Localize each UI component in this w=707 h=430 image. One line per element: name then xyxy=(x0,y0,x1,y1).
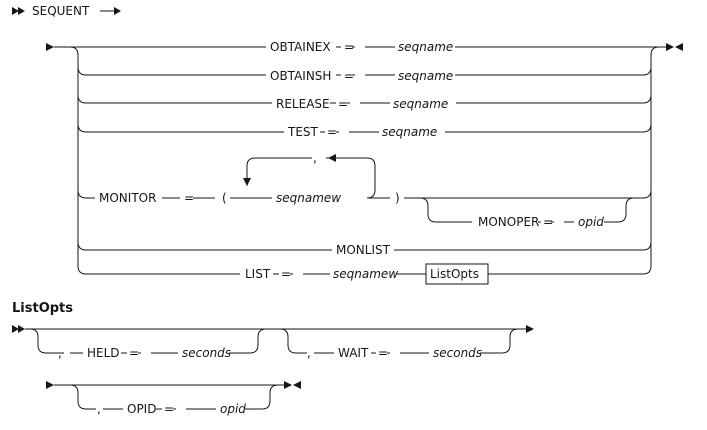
opid-branch xyxy=(69,384,279,410)
variable-seconds[interactable]: seconds xyxy=(182,346,231,360)
listopts-reference-label: ListOpts xyxy=(430,267,479,281)
fragment-start-arrow-icon xyxy=(12,325,25,333)
main-end-arrow-icon xyxy=(675,43,683,51)
equals-sign: = xyxy=(129,346,139,360)
main-exit-arrow-icon xyxy=(666,43,674,51)
equals-sign: = xyxy=(327,125,337,139)
option-obtainsh[interactable]: OBTAINSH xyxy=(270,69,331,83)
equals-sign: = xyxy=(281,267,291,281)
variable-seqname[interactable]: seqname xyxy=(398,69,453,83)
fragment-title: ListOpts xyxy=(12,301,73,316)
row-release-line xyxy=(77,94,652,104)
fragment-continue-arrow-icon xyxy=(526,325,534,333)
equals-sign: = xyxy=(164,402,174,416)
row-test-line xyxy=(77,123,652,133)
variable-opid[interactable]: opid xyxy=(578,215,604,229)
row-monlist-line xyxy=(77,241,652,251)
option-release[interactable]: RELEASE xyxy=(276,97,330,111)
wait-branch xyxy=(279,328,519,354)
held-branch xyxy=(29,328,267,354)
right-paren: ) xyxy=(395,191,400,205)
repeat-loop xyxy=(246,157,376,199)
equals-sign: = xyxy=(338,97,348,111)
right-rail xyxy=(642,46,666,275)
option-list[interactable]: LIST xyxy=(245,267,271,281)
fragment-exit-arrow-icon xyxy=(284,381,292,389)
option-monlist[interactable]: MONLIST xyxy=(336,243,391,257)
loop-down-arrow-icon xyxy=(243,178,251,186)
start-double-arrow-icon xyxy=(12,7,25,15)
left-paren: ( xyxy=(222,191,227,205)
monoper-branch xyxy=(419,197,635,223)
variable-seqname[interactable]: seqname xyxy=(398,40,453,54)
listopts-reference-box[interactable] xyxy=(425,263,489,285)
option-test[interactable]: TEST xyxy=(287,125,319,139)
comma-separator: , xyxy=(97,402,101,416)
equals-sign: = xyxy=(344,40,354,54)
equals-sign: = xyxy=(184,191,194,205)
option-monoper[interactable]: MONOPER xyxy=(478,215,539,229)
option-opid[interactable]: OPID xyxy=(127,402,156,416)
command-keyword: SEQUENT xyxy=(32,4,90,18)
equals-sign: = xyxy=(378,346,388,360)
left-rail xyxy=(54,46,87,275)
comma-separator: , xyxy=(58,346,62,360)
equals-sign: = xyxy=(543,215,553,229)
fragment-end-arrow-icon xyxy=(293,381,301,389)
variable-opid[interactable]: opid xyxy=(220,402,246,416)
option-held[interactable]: HELD xyxy=(87,346,120,360)
loop-left-arrow-icon xyxy=(328,154,336,162)
main-entry-arrow-icon xyxy=(46,43,54,51)
repeat-separator-comma: , xyxy=(313,151,317,165)
variable-seconds[interactable]: seconds xyxy=(433,346,482,360)
option-monitor[interactable]: MONITOR xyxy=(99,191,156,205)
variable-seqnamew[interactable]: seqnamew xyxy=(333,267,398,281)
variable-seqnamew[interactable]: seqnamew xyxy=(276,191,341,205)
comma-separator: , xyxy=(307,346,311,360)
row-monitor-line xyxy=(77,189,652,199)
option-obtainex[interactable]: OBTAINEX xyxy=(270,40,331,54)
row-obtainsh-line xyxy=(77,66,652,76)
variable-seqname[interactable]: seqname xyxy=(382,125,437,139)
variable-seqname[interactable]: seqname xyxy=(393,97,448,111)
equals-sign: = xyxy=(344,69,354,83)
header-arrow-icon xyxy=(114,7,121,15)
option-wait[interactable]: WAIT xyxy=(338,346,369,360)
fragment-resume-arrow-icon xyxy=(46,381,54,389)
